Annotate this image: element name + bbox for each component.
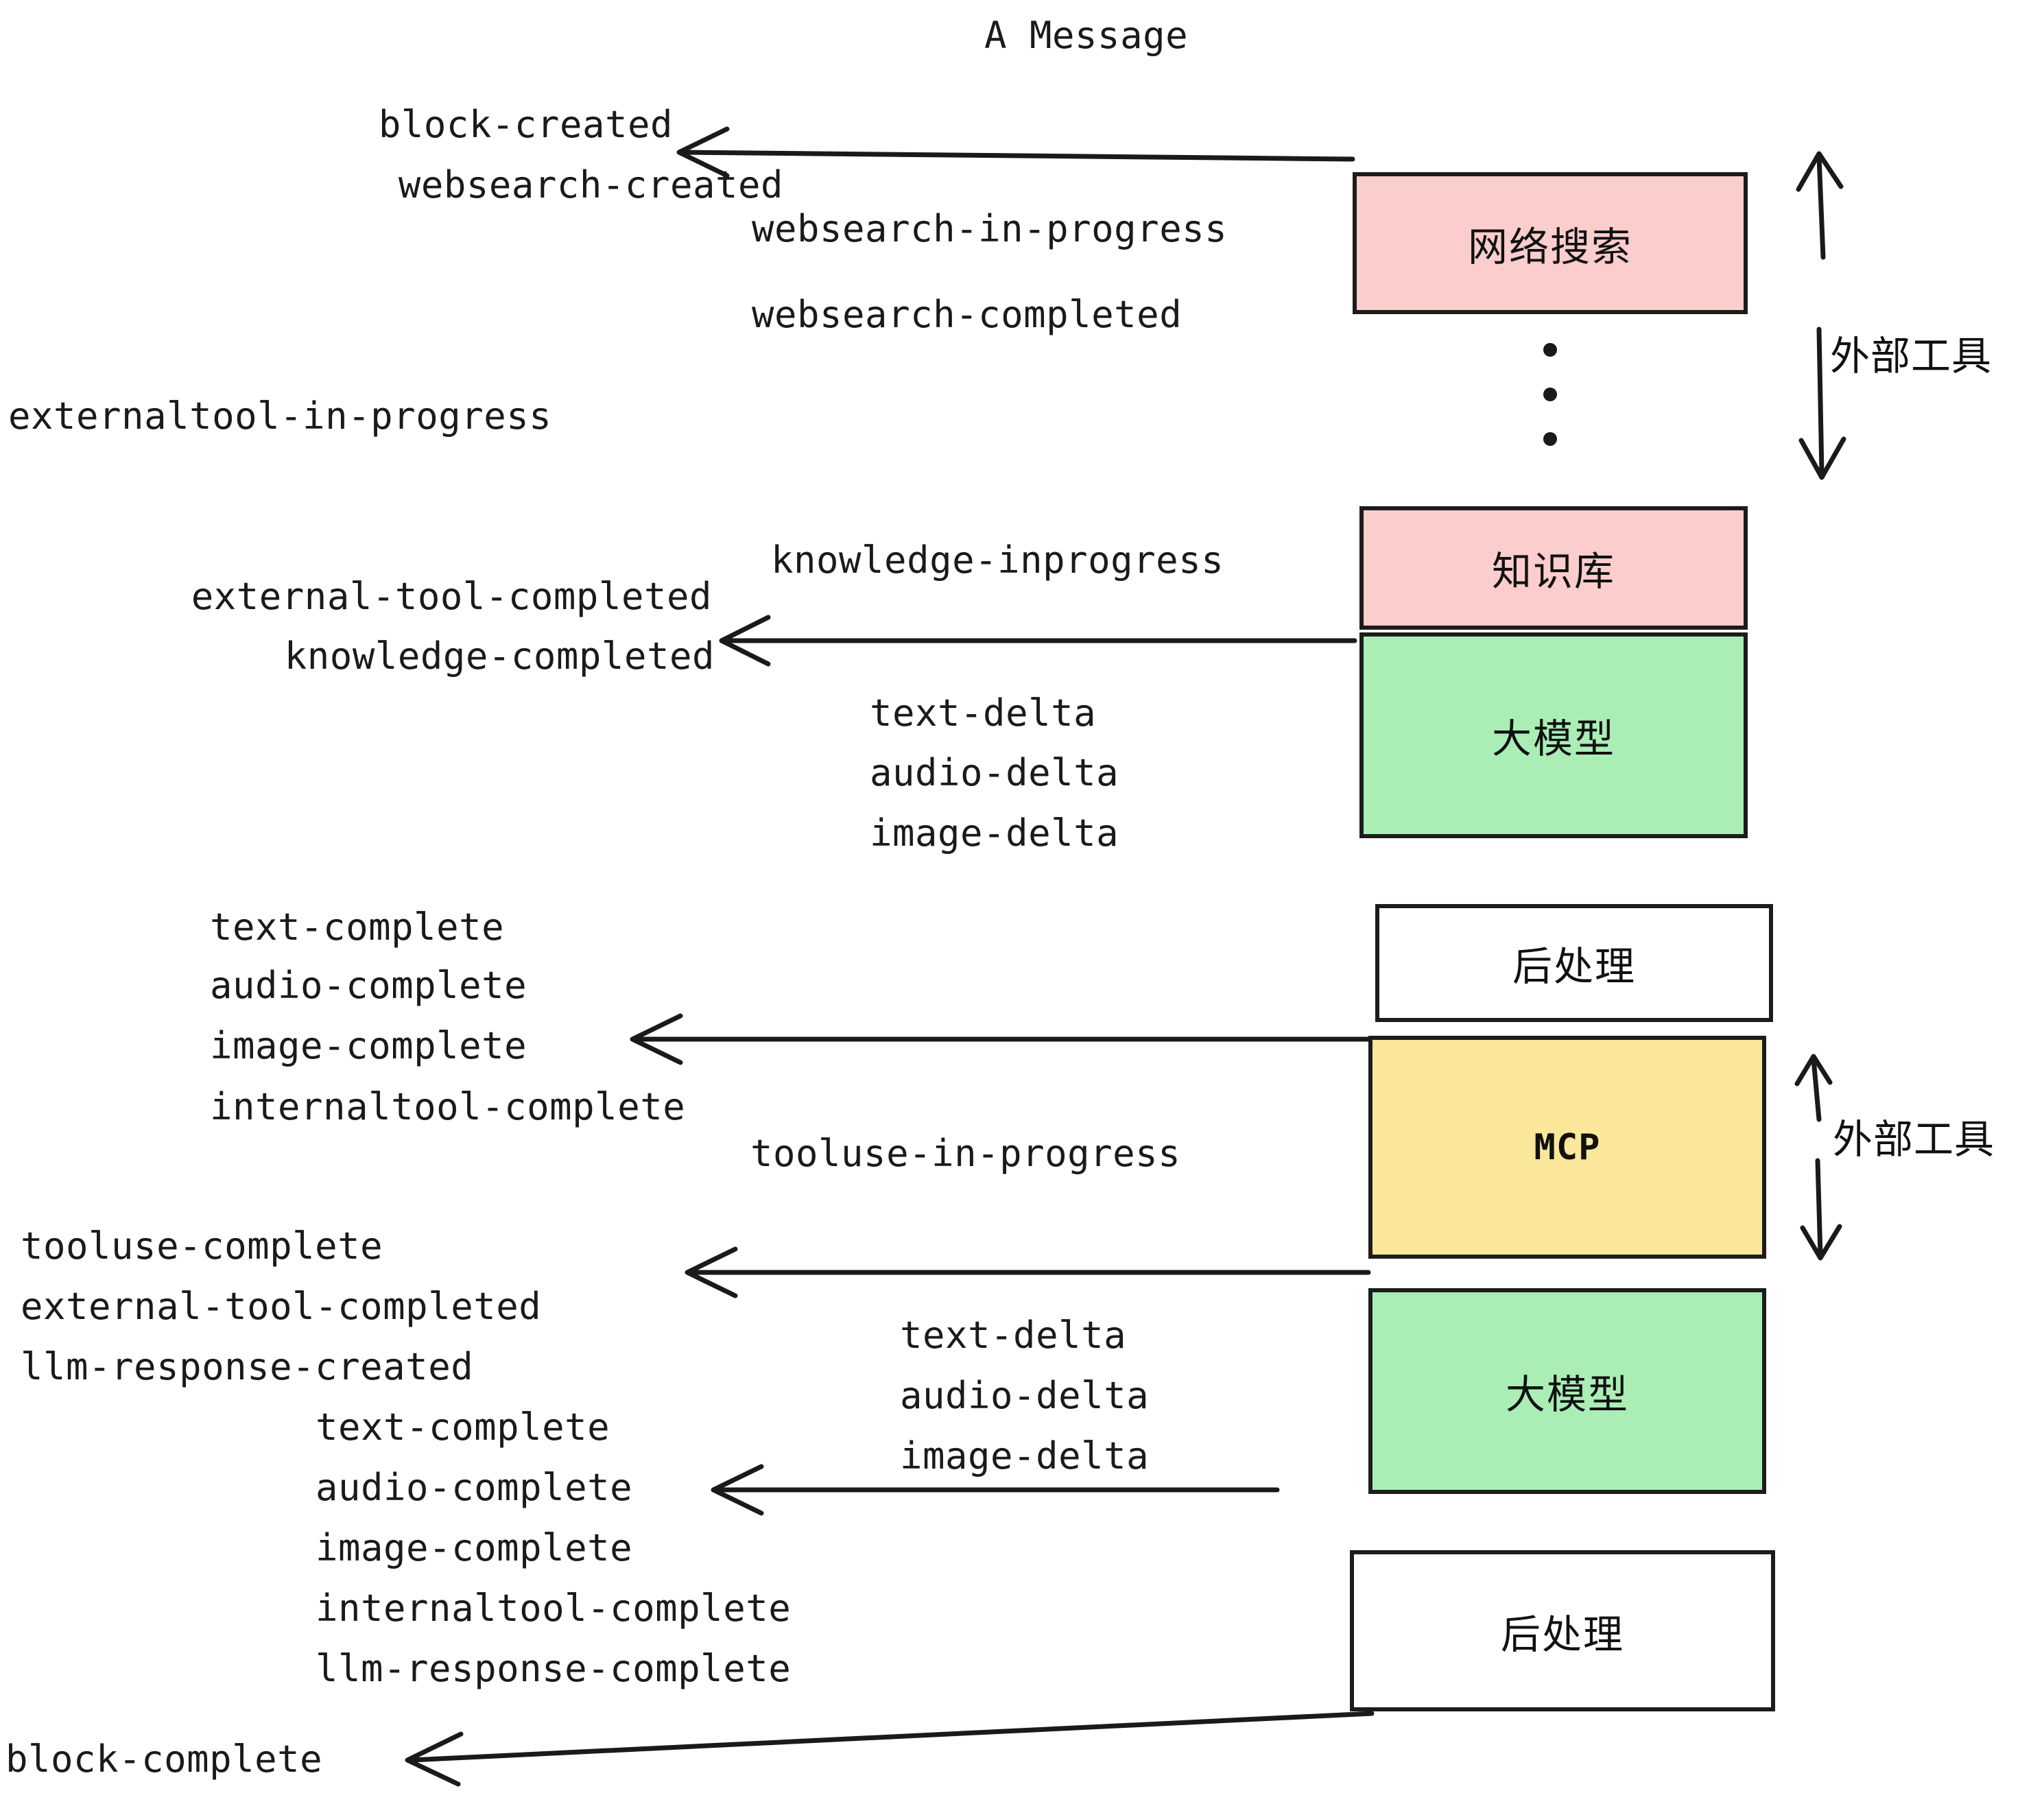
event-label-internaltool-complete-2: internaltool-complete [316,1587,792,1630]
event-label-external-tool-completed-1: external-tool-completed [191,575,712,618]
event-label-text-delta-1: text-delta [870,691,1097,735]
external-tools-arrow-down-2 [1800,1158,1842,1261]
arrow-tooluse-complete [685,1246,1371,1298]
event-label-audio-delta-2: audio-delta [900,1374,1150,1417]
side-label-external-tools-2: 外部工具 [1833,1116,1995,1163]
event-label-internaltool-complete-1: internaltool-complete [210,1085,686,1128]
event-label-image-complete-1: image-complete [210,1024,527,1067]
node-label: 大模型 [1505,1371,1629,1418]
node-box-llm-1[interactable]: 大模型 [1359,632,1748,838]
external-tools-arrow-up-2 [1794,1054,1833,1122]
external-tools-arrow-up-1 [1796,151,1844,260]
node-box-mcp[interactable]: MCP [1368,1036,1766,1259]
node-box-web-search[interactable]: 网络搜索 [1353,172,1748,314]
event-label-block-created: block-created [378,103,673,146]
event-label-text-complete-2: text-complete [316,1405,610,1449]
event-label-llm-response-complete: llm-response-complete [316,1647,792,1690]
event-label-knowledge-inprogress: knowledge-inprogress [771,538,1224,582]
diagram-title: A Message [984,14,1189,57]
node-box-postprocess-2[interactable]: 后处理 [1350,1550,1775,1711]
event-label-text-delta-2: text-delta [900,1314,1127,1357]
event-label-audio-complete-2: audio-complete [316,1466,633,1509]
event-label-image-delta-2: image-delta [900,1434,1150,1477]
node-label: 知识库 [1491,548,1615,595]
node-box-llm-2[interactable]: 大模型 [1368,1288,1766,1494]
node-label: 大模型 [1491,715,1615,762]
event-label-block-complete: block-complete [5,1737,323,1781]
event-label-external-tool-completed-2: external-tool-completed [21,1285,542,1328]
side-label-external-tools-1: 外部工具 [1830,333,1993,379]
node-label: 后处理 [1512,943,1636,990]
node-box-postprocess-1[interactable]: 后处理 [1375,904,1773,1022]
event-label-tooluse-complete: tooluse-complete [21,1224,383,1268]
arrow-knowledge-completed [719,615,1357,667]
event-label-audio-delta-1: audio-delta [870,751,1119,794]
event-label-websearch-in-progress: websearch-in-progress [752,207,1228,250]
event-label-image-complete-2: image-complete [316,1526,633,1569]
node-label: 后处理 [1500,1611,1624,1658]
arrow-image-complete [630,1013,1371,1065]
event-label-audio-complete-1: audio-complete [210,964,527,1007]
event-label-websearch-completed: websearch-completed [752,293,1183,336]
event-label-externaltool-in-progress: externaltool-in-progress [8,394,552,438]
event-label-llm-response-created: llm-response-created [21,1345,474,1388]
node-label: MCP [1534,1126,1601,1168]
node-box-knowledge-base[interactable]: 知识库 [1359,506,1748,630]
event-label-knowledge-completed: knowledge-completed [284,634,715,678]
vertical-ellipsis-icon [1543,343,1557,446]
event-label-tooluse-in-progress: tooluse-in-progress [750,1132,1181,1175]
event-label-image-delta-1: image-delta [870,811,1119,855]
event-label-websearch-created: websearch-created [398,163,783,206]
node-label: 网络搜索 [1467,223,1632,270]
arrow-block-complete [405,1711,1375,1787]
event-label-text-complete-1: text-complete [210,905,505,949]
